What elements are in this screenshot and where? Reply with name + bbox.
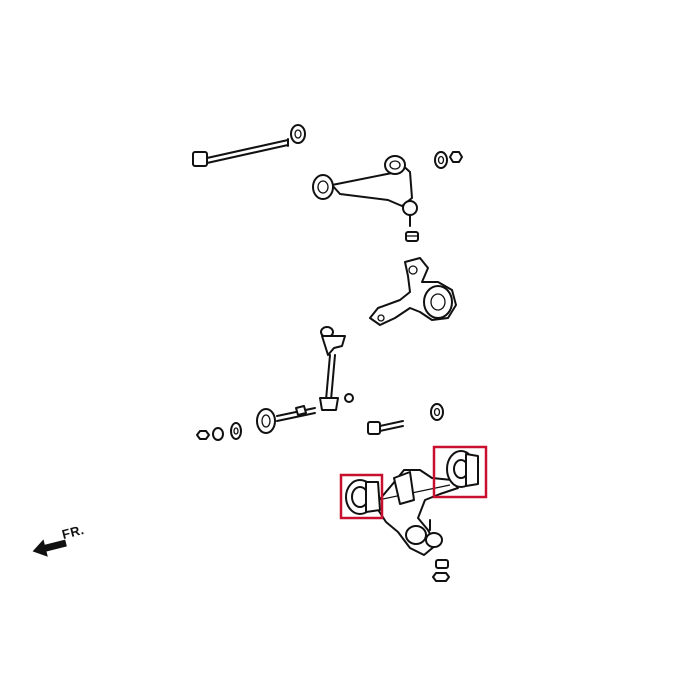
upper-nut-washer (434, 151, 463, 169)
lower-control-arm (374, 469, 459, 556)
upper-control-arm (312, 155, 418, 227)
front-direction-arrow-icon (32, 539, 67, 557)
upper-arm-bolt (192, 138, 289, 167)
rear-lower-bushing (446, 450, 479, 488)
front-bolt-stack (196, 405, 316, 441)
steering-knuckle (369, 257, 457, 326)
upper-ball-joint-nut (405, 231, 419, 242)
lower-ball-joint-nut (432, 559, 450, 582)
upper-washer (290, 124, 306, 144)
tension-rod (319, 326, 354, 411)
front-lower-bushing (345, 479, 381, 515)
middle-washer (430, 403, 444, 421)
front-bushing-highlight (339, 473, 384, 520)
rear-bushing-highlight (432, 445, 488, 499)
middle-bolt (367, 420, 404, 435)
